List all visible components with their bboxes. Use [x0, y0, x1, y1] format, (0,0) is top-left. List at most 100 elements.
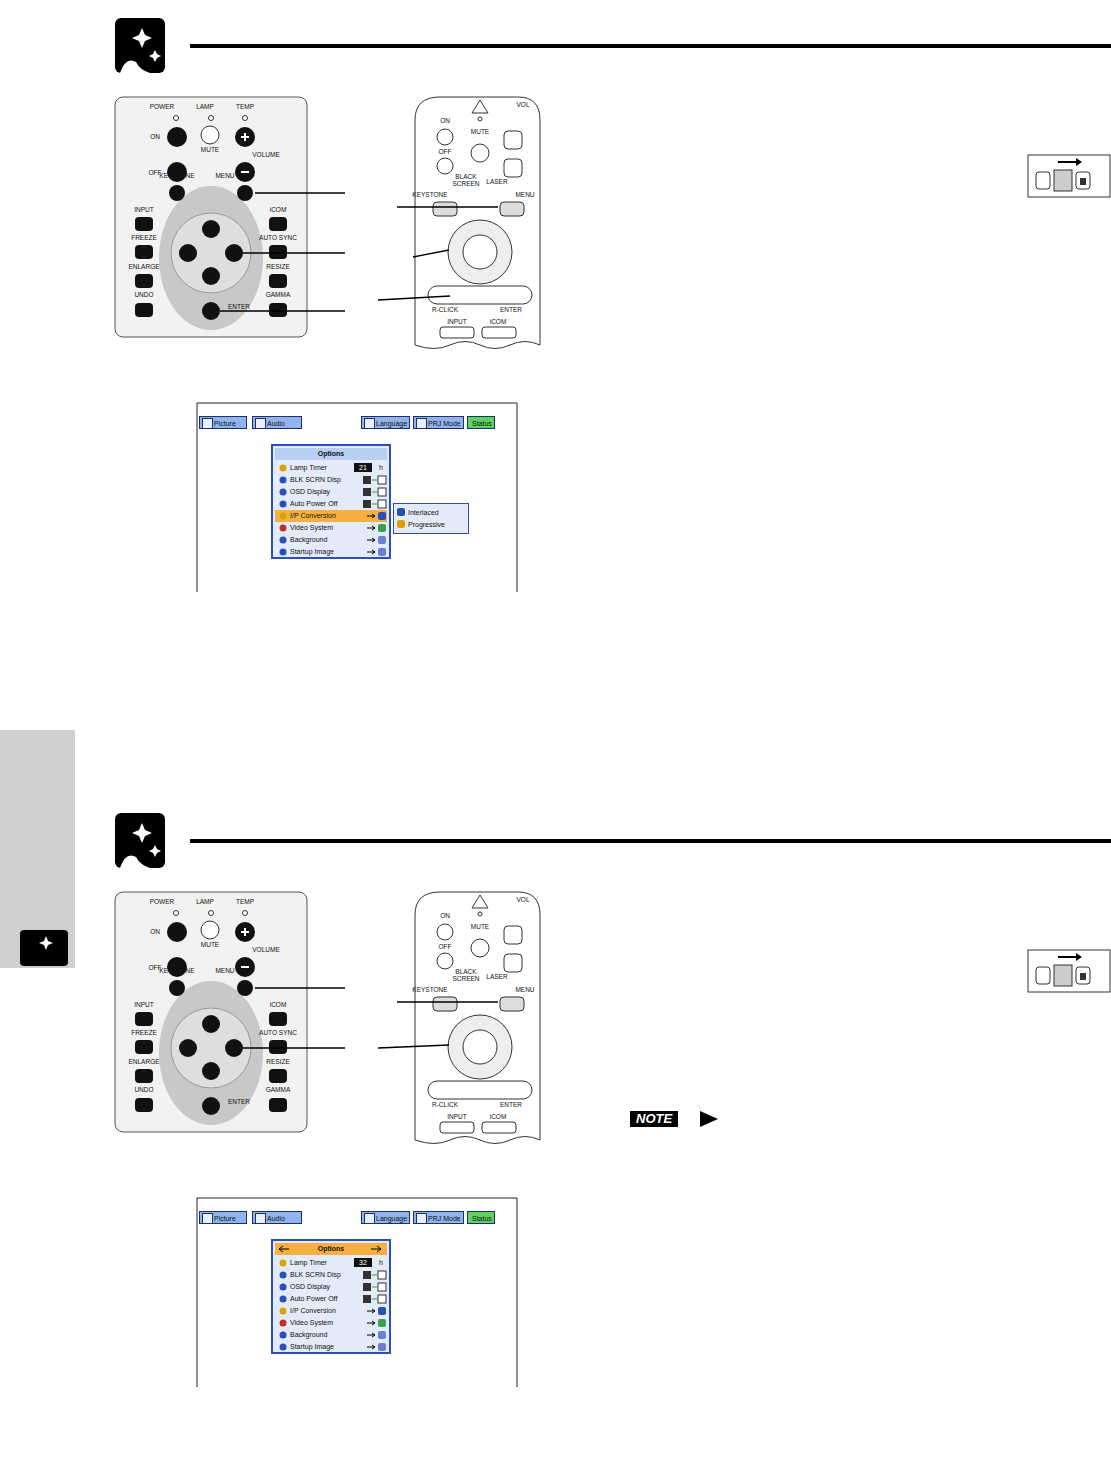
side-tab	[0, 730, 75, 968]
row-arrow	[372, 1299, 377, 1300]
menu-tab: Status	[467, 416, 495, 429]
menu-tab: PRJ Mode	[413, 1211, 464, 1224]
button-label: KEYSTONE	[412, 192, 447, 199]
drawing-part	[255, 193, 498, 207]
menu-text: Auto Power Off	[290, 1295, 337, 1302]
menu-text: Status	[472, 1214, 492, 1221]
row-icon	[280, 477, 287, 484]
button-label: MUTE	[471, 924, 489, 931]
button-label: VOLUME	[252, 947, 279, 954]
row-value-icon	[378, 1283, 386, 1291]
row-value-icon	[363, 476, 371, 484]
drawing-part	[243, 1045, 449, 1048]
menu-text: 21	[354, 463, 372, 472]
control-panel-labels: POWERLAMPTEMPONMUTEVOLUMEOFFKEYSTONEMENU…	[115, 892, 307, 1132]
button-label: MENU	[515, 987, 534, 994]
remote-labels: ONMUTEVOLOFFBLACK SCREENLASERKEYSTONEMEN…	[415, 97, 540, 345]
row-arrow	[372, 480, 377, 481]
row-icon	[397, 508, 405, 516]
row-arrow	[367, 550, 375, 554]
control-panel-labels: POWERLAMPTEMPONMUTEVOLUMEOFFKEYSTONEMENU…	[115, 97, 307, 337]
row-icon	[280, 489, 287, 496]
button-label: INPUT	[134, 1002, 154, 1009]
tab-icon	[364, 418, 375, 429]
menu-text: PRJ Mode	[428, 419, 461, 426]
button-label: AUTO SYNC	[259, 235, 297, 242]
button-label: iCOM	[270, 207, 287, 214]
menu-text: Language	[376, 419, 407, 426]
row-value-icon	[378, 1343, 386, 1351]
row-value-icon	[363, 500, 371, 508]
row-value-icon	[378, 1271, 386, 1279]
menu-text: Startup Image	[290, 548, 334, 555]
button-label: MENU	[215, 173, 234, 180]
menu-text: BLK SCRN Disp	[290, 476, 341, 483]
row-arrow	[367, 1321, 375, 1325]
row-icon	[280, 1332, 287, 1339]
button-label: ON	[440, 118, 450, 125]
tab-icon	[202, 1213, 213, 1224]
row-value-icon	[378, 476, 386, 484]
tab-icon	[416, 1213, 427, 1224]
row-arrow	[372, 1287, 377, 1288]
button-label: OFF	[439, 944, 452, 951]
button-label: KEYSTONE	[159, 968, 194, 975]
menu-text: PRJ Mode	[428, 1214, 461, 1221]
row-arrow	[367, 526, 375, 530]
drawing-part	[39, 936, 53, 950]
row-icon	[280, 465, 287, 472]
button-label: ENTER	[500, 307, 522, 314]
leader-lines	[220, 193, 498, 1048]
button-label: FREEZE	[131, 235, 157, 242]
menu-tab: Audio	[252, 1211, 302, 1224]
button-label: POWER	[150, 899, 175, 906]
button-label: GAMMA	[266, 1087, 291, 1094]
menu-text: h	[379, 1259, 383, 1266]
menu-text: Auto Power Off	[290, 500, 337, 507]
button-label: VOL	[516, 102, 529, 109]
left-arrow	[279, 1246, 289, 1252]
button-label: POWER	[150, 104, 175, 111]
note-label: NOTE	[630, 1111, 678, 1127]
menu-text: Audio	[267, 419, 285, 426]
button-label: LAMP	[196, 899, 214, 906]
row-icon	[280, 537, 287, 544]
row-icon	[280, 513, 287, 520]
row-icon	[280, 525, 287, 532]
tab-icon	[255, 1213, 266, 1224]
menu-tab: PRJ Mode	[413, 416, 464, 429]
row-highlight	[275, 510, 387, 522]
menu-text: Video System	[290, 1319, 333, 1326]
row-icon	[280, 549, 287, 556]
menu-tab: Audio	[252, 416, 302, 429]
row-icon	[280, 1260, 287, 1267]
drawing-part	[220, 296, 450, 311]
row-icon	[280, 1344, 287, 1351]
menu-text: Picture	[214, 419, 236, 426]
options-menu: OptionsLamp Timer32hBLK SCRN DispOSD Dis…	[271, 1239, 391, 1354]
button-label: UNDO	[134, 1087, 153, 1094]
button-label: MUTE	[201, 147, 219, 154]
button-label: VOL	[516, 897, 529, 904]
menu-text: I/P Conversion	[290, 1307, 336, 1314]
menu-text: Options	[273, 450, 389, 457]
row-value-icon	[378, 524, 386, 532]
right-arrow	[371, 1246, 381, 1252]
row-arrow	[372, 504, 377, 505]
row-icon	[280, 1296, 287, 1303]
menu-text: Picture	[214, 1214, 236, 1221]
menu-tab: Status	[467, 1211, 495, 1224]
row-value-icon	[378, 536, 386, 544]
options-menu: OptionsLamp Timer21hBLK SCRN DispOSD Dis…	[271, 444, 391, 559]
button-label: MUTE	[471, 129, 489, 136]
menu-text: Background	[290, 536, 327, 543]
tab-icon	[255, 418, 266, 429]
button-label: ENTER	[228, 304, 250, 311]
submenu-box: InterlacedProgressive	[393, 503, 469, 534]
menu-text: Interlaced	[408, 509, 439, 516]
button-label: MUTE	[201, 942, 219, 949]
menu-tab: Language	[361, 416, 410, 429]
menu-text: I/P Conversion	[290, 512, 336, 519]
drawing-part	[255, 988, 498, 1002]
